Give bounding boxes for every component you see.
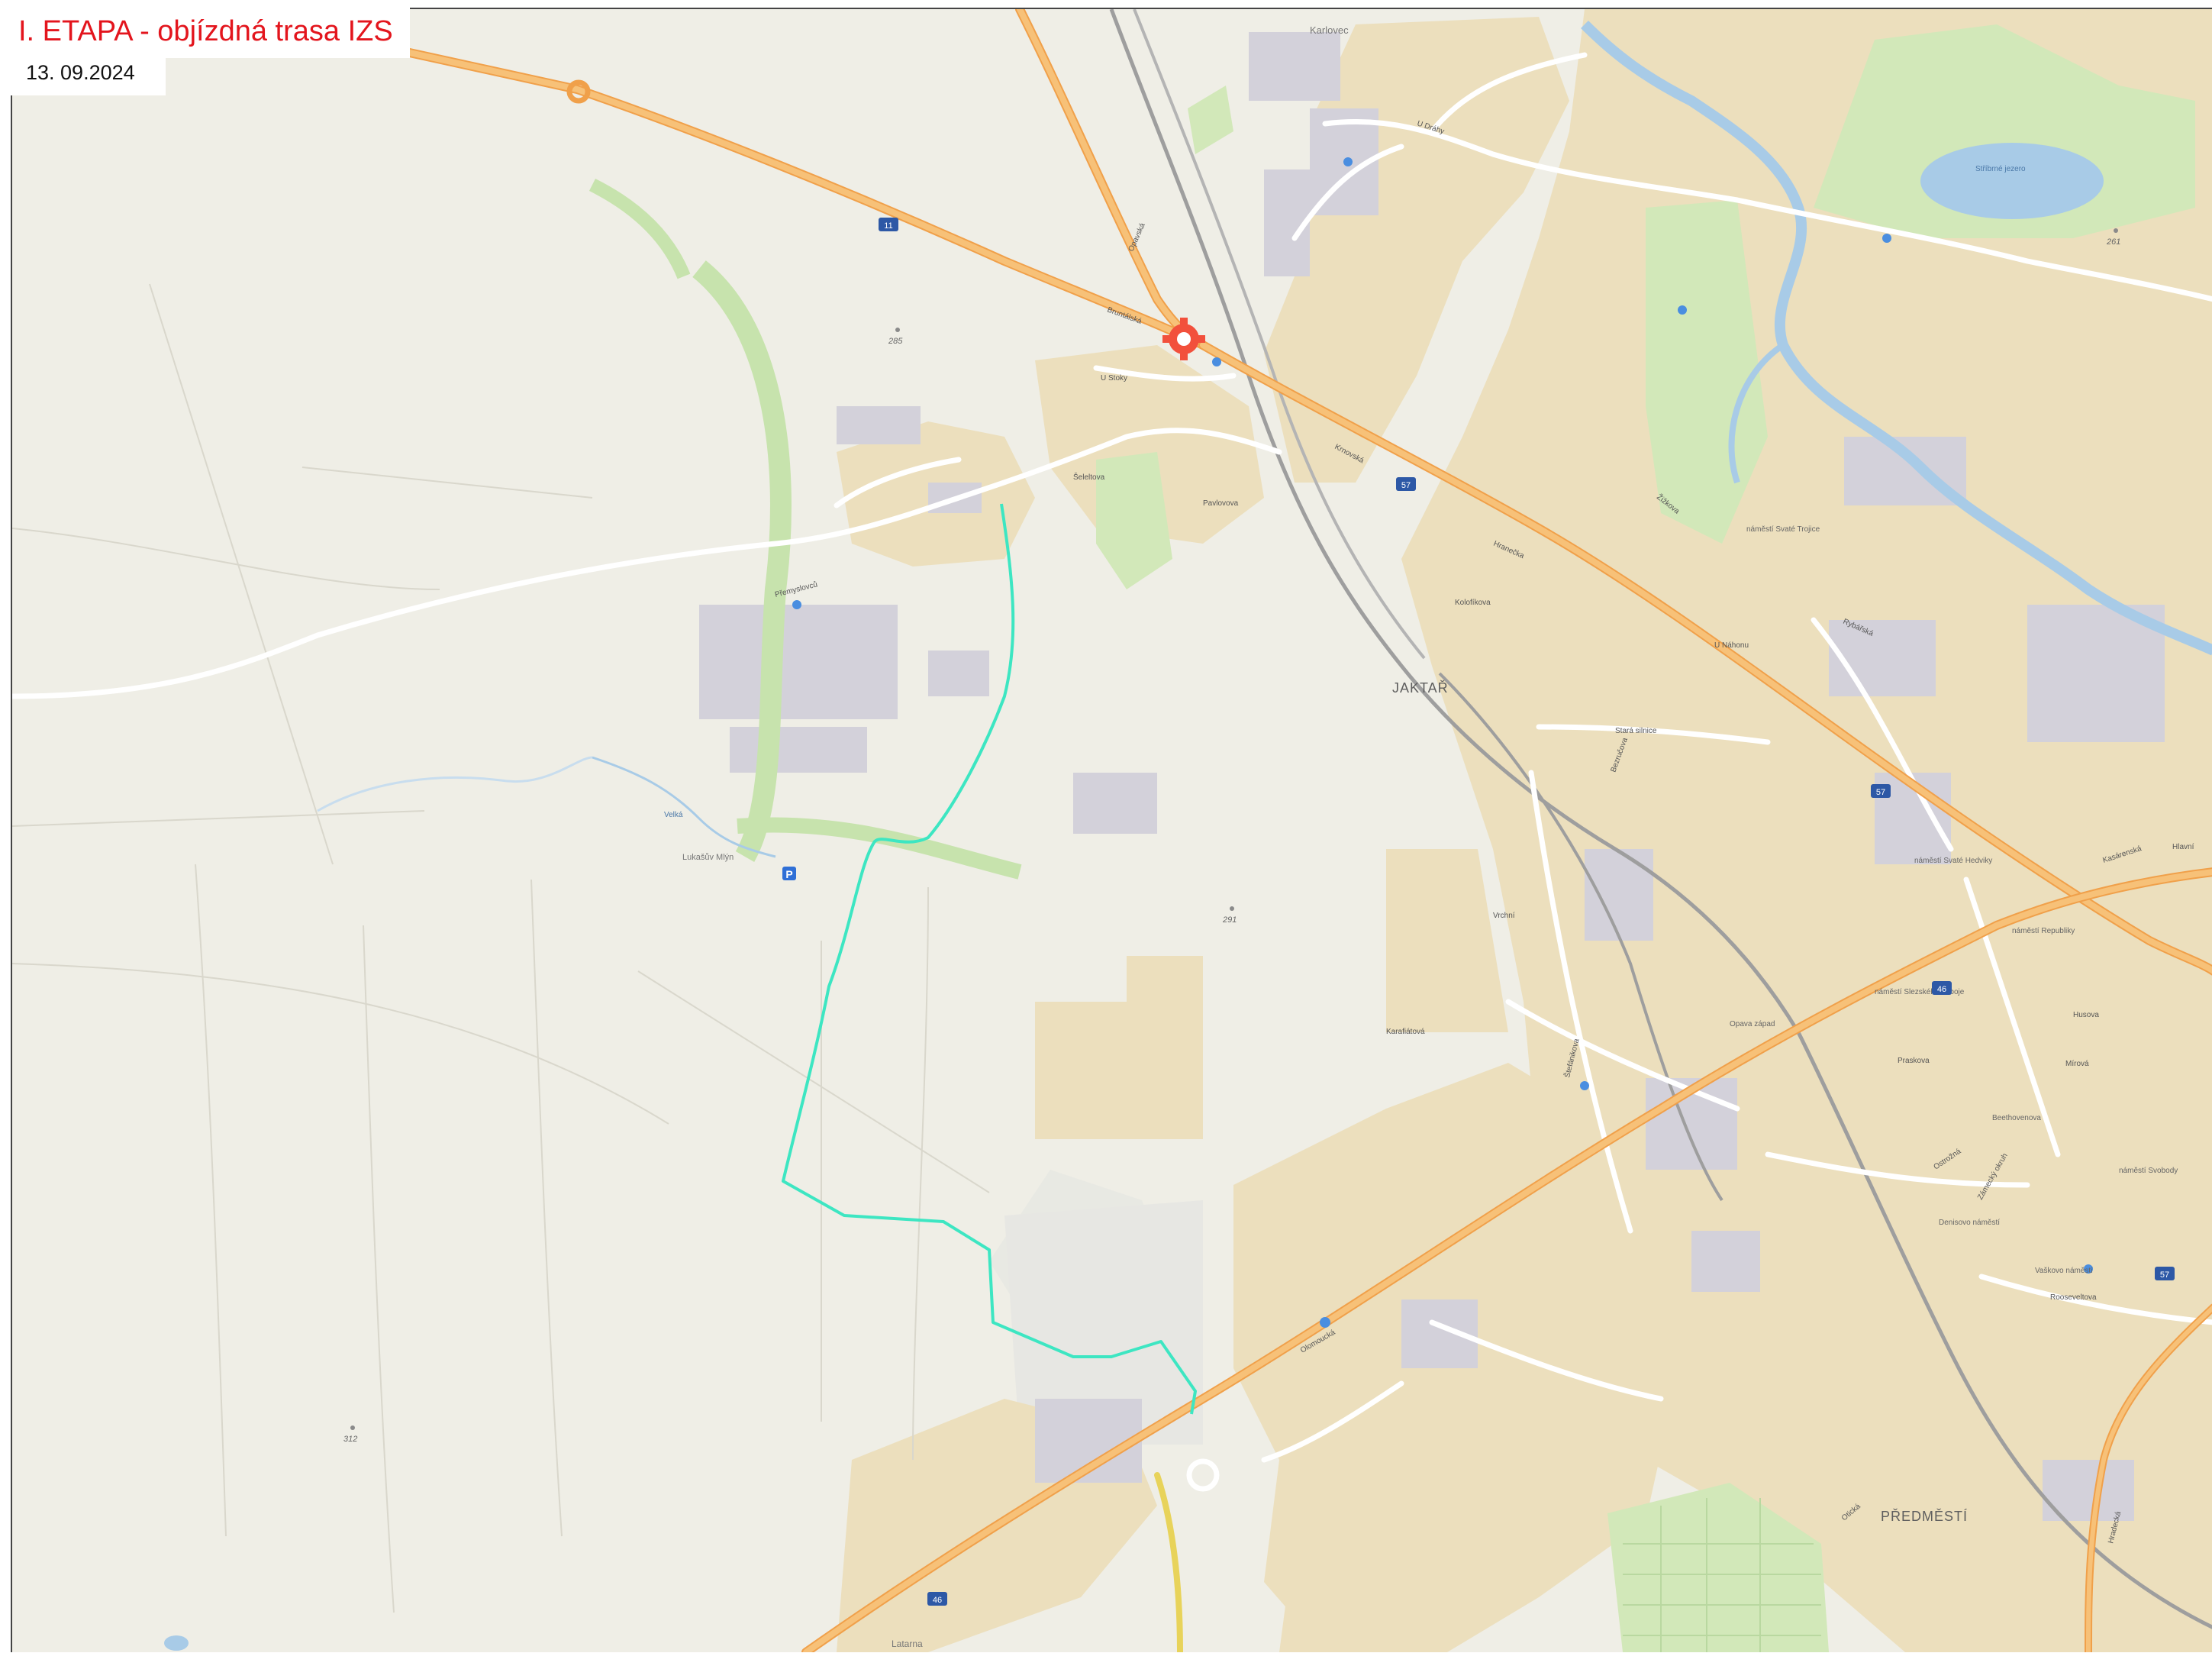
route-shield: 57 (1401, 481, 1411, 490)
minor-roads (12, 52, 2212, 1463)
street-label: Hlavní (2172, 843, 2194, 851)
construction-closure-icon[interactable] (1162, 318, 1205, 360)
street-label: Kolofíkova (1455, 599, 1491, 607)
street-label: U Stoky (1101, 374, 1127, 383)
svg-text:P: P (785, 868, 792, 880)
square-label: náměstí Svaté Trojice (1746, 525, 1820, 534)
square-label: náměstí Slezského odboje (1875, 988, 1965, 996)
bus-stop-icon[interactable] (792, 157, 2093, 1328)
field-tracks (12, 283, 990, 1613)
square-label: Vaškovo náměstí (2035, 1267, 2093, 1275)
roundabout (566, 79, 591, 104)
buildings (699, 32, 2165, 1521)
lake-stribrne-jezero (1920, 143, 2104, 219)
district-label: PŘEDMĚSTÍ (1881, 1509, 1968, 1524)
parking-icon[interactable]: P (782, 867, 796, 880)
district-label: JAKTAŘ (1392, 680, 1449, 696)
street-label: Mírová (2065, 1060, 2089, 1068)
street-label: Stará silnice (1615, 727, 1657, 735)
valley-green (737, 817, 1022, 880)
street-label: U Náhonu (1714, 641, 1749, 650)
detour-route-izs[interactable] (782, 503, 1197, 1415)
square-label: náměstí Svobody (2119, 1167, 2178, 1175)
survey-point-icon (350, 228, 2118, 1430)
cemetery-plots (1623, 1498, 1821, 1652)
map-frame: P JAKTAŘ PŘEDMĚSTÍ Karlovec Lukašův Mlýn… (11, 8, 2212, 1652)
route-shield: 57 (2160, 1270, 2169, 1280)
elevation-label: 285 (888, 337, 903, 346)
river-branch (1728, 342, 1785, 484)
route-shield: 46 (933, 1596, 942, 1605)
locality-label: Lukašův Mlýn (682, 853, 734, 862)
pond (164, 1635, 189, 1651)
square-label: Opava západ (1730, 1020, 1775, 1028)
creek-velka (592, 756, 776, 858)
water-label: Stříbrné jezero (1975, 165, 2026, 173)
map-labels: JAKTAŘ PŘEDMĚSTÍ Karlovec Lukašův Mlýn L… (343, 24, 2178, 1649)
river-opava (1581, 21, 2212, 656)
route-shield: 57 (1876, 788, 1885, 797)
street-label: Šeleltova (1073, 472, 1105, 482)
street-label: Pavlovova (1203, 499, 1239, 508)
date-panel: 13. 09.2024 (11, 55, 166, 95)
locality-label: Latarna (892, 1638, 923, 1649)
route-shield: 46 (1937, 985, 1946, 994)
title-panel: I. ETAPA - objízdná trasa IZS (11, 8, 410, 58)
square-label: Beethovenova (1992, 1114, 2041, 1122)
elevation-label: 291 (1222, 915, 1237, 925)
map-canvas[interactable]: P JAKTAŘ PŘEDMĚSTÍ Karlovec Lukašův Mlýn… (12, 9, 2212, 1652)
elevation-label: 312 (343, 1435, 357, 1444)
roundabout (1186, 1458, 1220, 1492)
street-label: Karafiátová (1386, 1028, 1425, 1036)
airfield-area (1004, 1200, 1203, 1445)
square-label: náměstí Republiky (2012, 927, 2075, 935)
locality-label: Karlovec (1310, 24, 1349, 36)
creek (317, 756, 593, 812)
street-label: Vrchní (1493, 912, 1515, 920)
map-date: 13. 09.2024 (26, 61, 135, 84)
street-label: Praskova (1898, 1057, 1930, 1065)
route-shields: 11 57 57 46 46 57 (879, 218, 2175, 1606)
square-label: Denisovo náměstí (1939, 1219, 2000, 1227)
valley-green (588, 178, 691, 279)
page-title: I. ETAPA - objízdná trasa IZS (18, 15, 393, 47)
water-label: Velká (664, 811, 683, 819)
street-label: Husova (2073, 1011, 2099, 1019)
elevation-label: 261 (2106, 237, 2120, 247)
valley-green (692, 260, 792, 862)
route-shield: 11 (884, 221, 892, 231)
street-label: Rooseveltova (2050, 1293, 2097, 1302)
square-label: náměstí Svaté Hedviky (1914, 857, 1992, 865)
